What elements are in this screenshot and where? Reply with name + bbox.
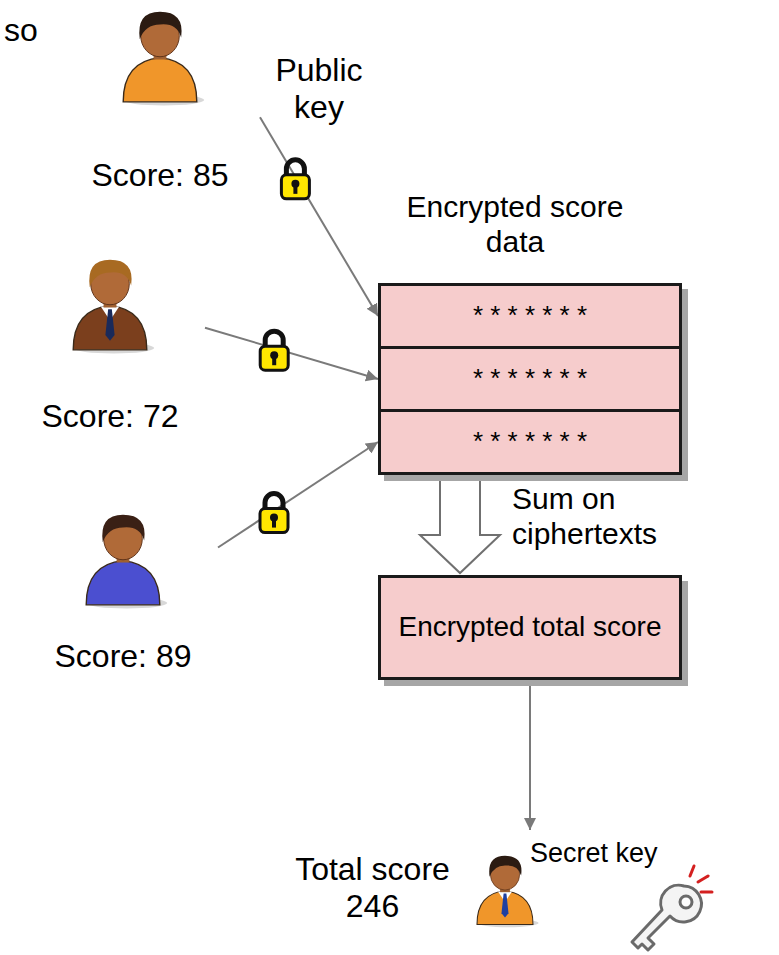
encrypted-row: * * * * * * * — [378, 409, 682, 475]
data-arrow — [205, 328, 378, 379]
person-figure — [470, 846, 540, 930]
person-icon: Score: 89 — [28, 505, 218, 675]
score-caption: Score: 85 — [92, 157, 229, 194]
receiver-person: Total score 246 — [285, 830, 540, 945]
box-label: Encrypted total score — [398, 611, 661, 643]
padlock-icon — [260, 331, 288, 370]
padlock-icon — [281, 160, 309, 199]
encrypted-row: * * * * * * * — [378, 346, 682, 412]
data-arrow — [218, 442, 378, 548]
score-caption: Score: 72 — [42, 398, 179, 435]
ciphertext-row: * * * * * * * — [473, 301, 587, 331]
slide-fragment: so — [4, 12, 64, 49]
score-caption: Total score 246 — [285, 851, 460, 925]
score-caption: Score: 89 — [55, 638, 192, 675]
person-figure — [114, 2, 206, 106]
person-icon: Score: 85 — [60, 2, 260, 194]
secret-key-icon — [632, 866, 712, 950]
ciphertext-row: * * * * * * * — [473, 427, 587, 457]
block-arrow — [420, 477, 500, 573]
key-label: Secret key — [530, 838, 770, 869]
person-icon: Score: 72 — [15, 250, 205, 435]
data-arrow — [260, 117, 378, 316]
cloud-region: Encrypted score data * * * * * * * * * * *… — [290, 40, 779, 720]
ciphertext-row: * * * * * * * — [473, 364, 587, 394]
person-figure — [77, 505, 169, 609]
data-arrow — [529, 680, 531, 830]
encrypted-row: * * * * * * * — [378, 283, 682, 349]
key-label: Public key — [255, 52, 383, 126]
result-box: Encrypted total score — [378, 575, 682, 680]
region-heading: Encrypted score data — [385, 190, 645, 259]
padlock-icon — [260, 494, 288, 533]
person-figure — [64, 250, 156, 354]
edge-label: Sum on ciphertexts — [512, 482, 722, 551]
